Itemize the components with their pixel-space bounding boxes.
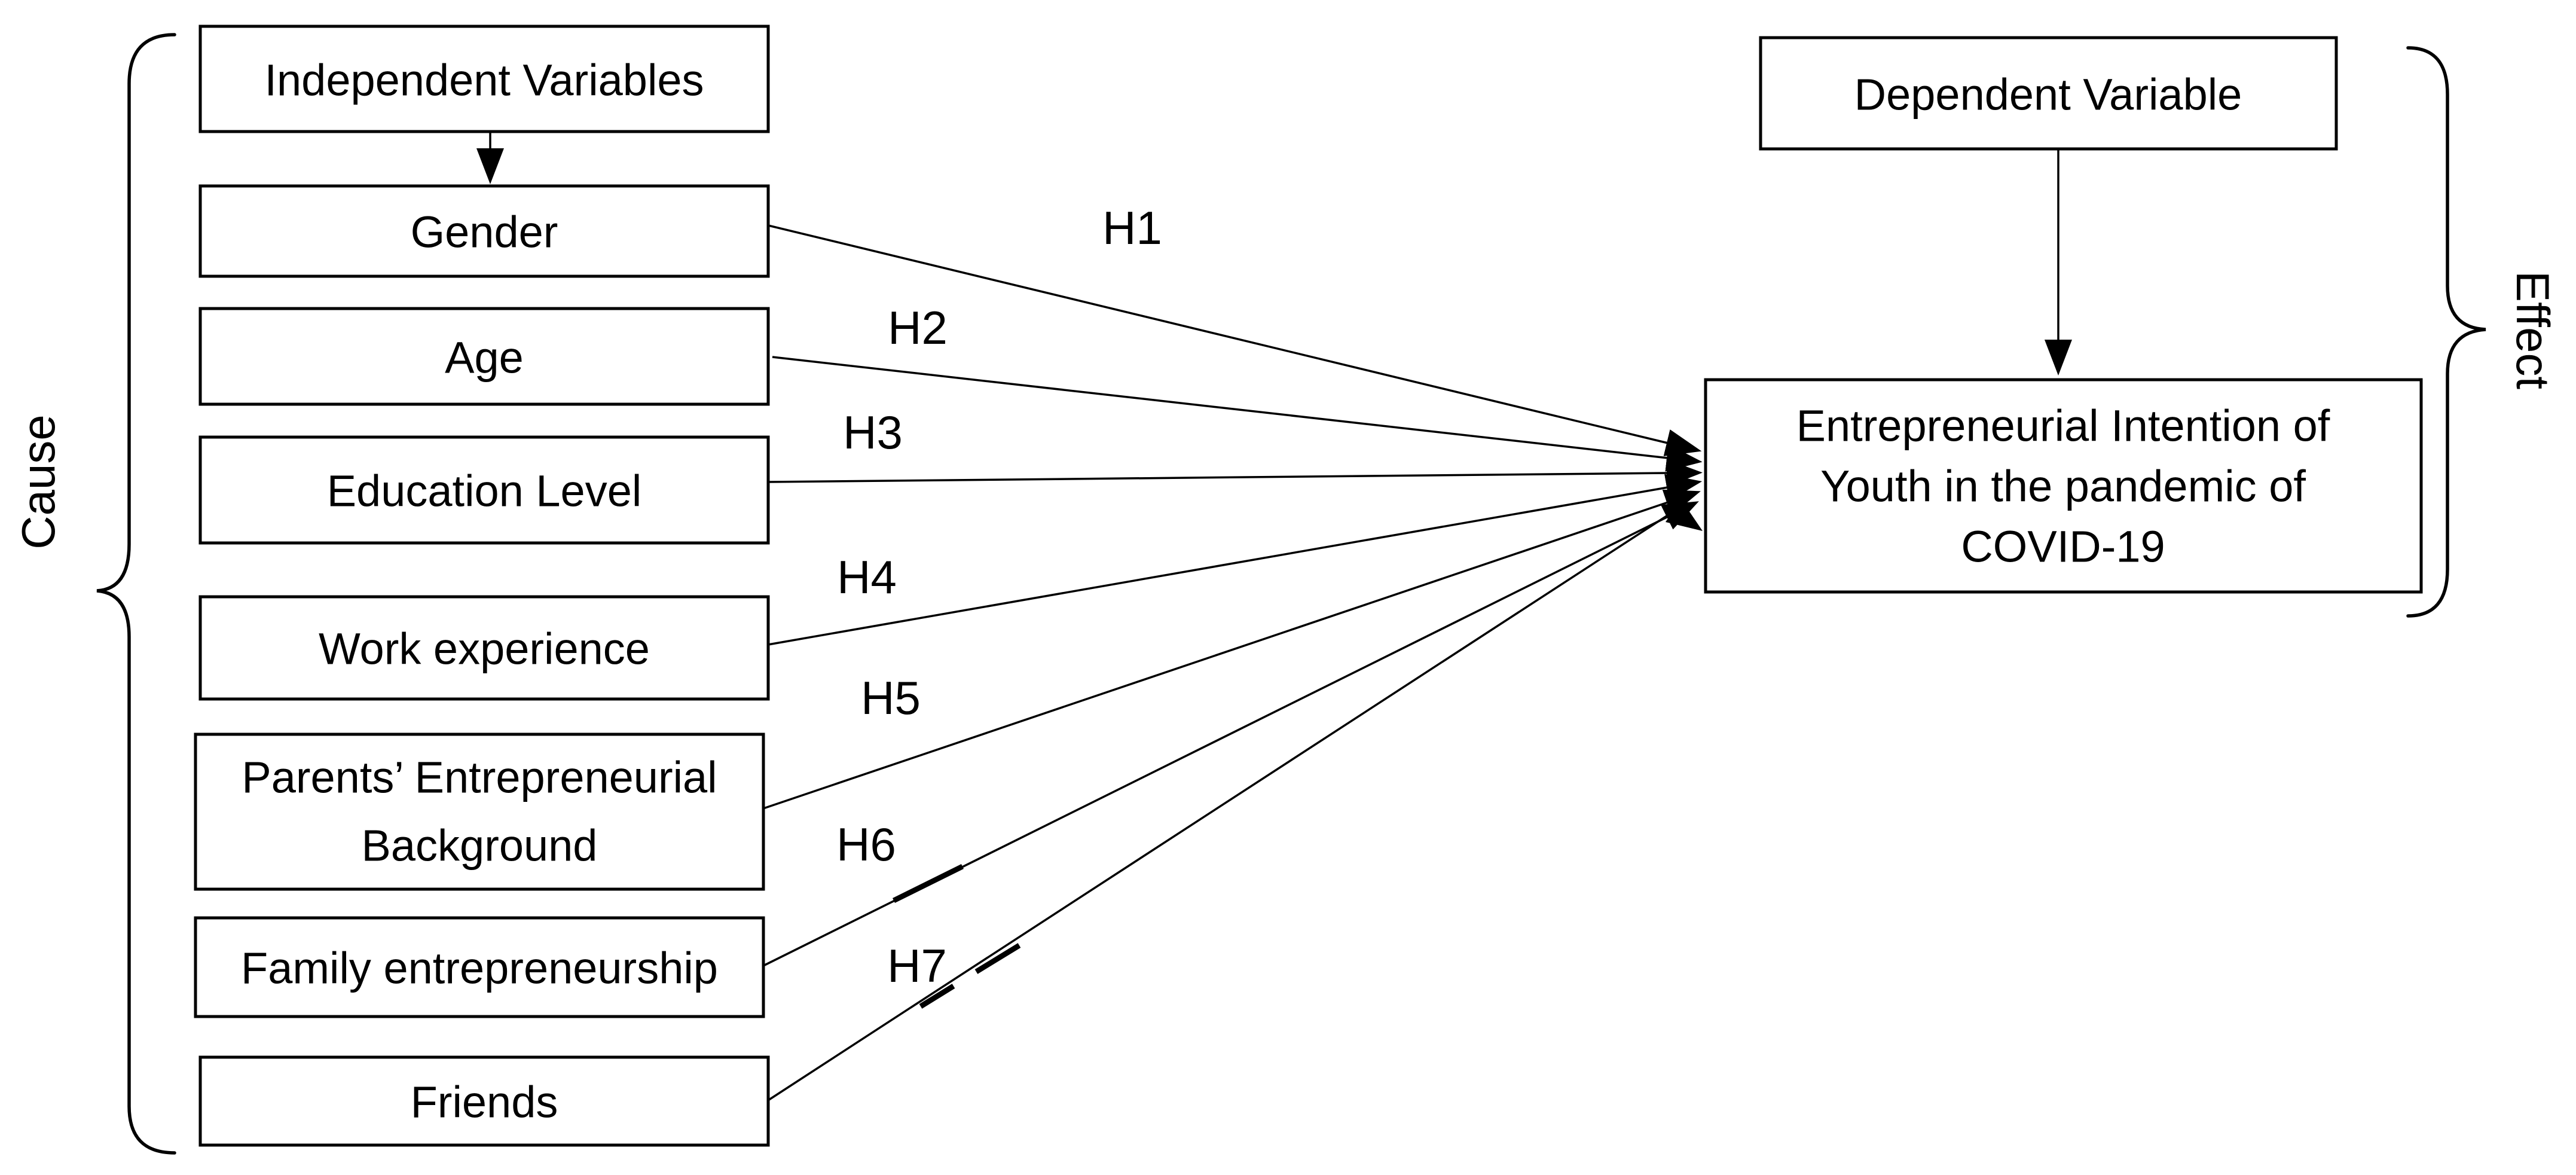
arrow-h3 (768, 459, 1703, 487)
box-friends: Friends (198, 1055, 770, 1147)
box-outcome-label-line1: Entrepreneurial Intention of (1796, 401, 2330, 451)
box-parents-label-line1: Parents’ Entrepreneurial (242, 753, 717, 802)
line-retrace-mark (974, 943, 1021, 974)
arrow-h5 (763, 489, 1701, 810)
arrow-h7 (768, 510, 1674, 1101)
box-education-level: Education Level (198, 435, 770, 545)
hypothesis-label-h6: H6 (836, 818, 896, 871)
box-gender-label: Gender (411, 207, 558, 257)
box-age-frame (198, 307, 770, 406)
box-friends-frame (198, 1055, 770, 1147)
box-friends-label: Friends (411, 1078, 558, 1127)
hypothesis-label-h2: H2 (888, 301, 948, 354)
box-dependent-header-frame (1759, 36, 2338, 151)
box-family-frame (194, 916, 765, 1018)
box-entrepreneurial-intention: Entrepreneurial Intention of Youth in th… (1704, 378, 2423, 594)
box-education-level-frame (198, 435, 770, 545)
arrow-h4 (768, 474, 1703, 646)
hypothesis-label-h5: H5 (861, 672, 921, 724)
box-outcome-frame (1704, 378, 2423, 594)
arrow-h1 (768, 224, 1702, 456)
box-family-label: Family entrepreneurship (241, 944, 718, 993)
box-dependent-header: Dependent Variable (1759, 36, 2338, 151)
box-work-experience-frame (198, 595, 770, 701)
box-education-level-label: Education Level (327, 466, 642, 516)
box-outcome-label-line3: COVID-19 (1961, 522, 2165, 572)
line-retrace-mark (919, 984, 955, 1009)
line-retrace-mark (893, 863, 964, 904)
box-work-experience: Work experience (198, 595, 770, 701)
cause-label: Cause (12, 414, 65, 549)
hypothesis-label-h1: H1 (1102, 202, 1162, 254)
box-parents-label-line2: Background (362, 821, 598, 871)
box-gender: Gender (198, 184, 770, 278)
hypothesis-label-h4: H4 (837, 551, 897, 603)
effect-brace (2406, 46, 2486, 618)
box-age: Age (198, 307, 770, 406)
hypothesis-label-h3: H3 (843, 406, 903, 459)
box-independent-header-frame (198, 25, 770, 133)
arrow-h7-head (1666, 499, 1703, 531)
box-outcome-label-line2: Youth in the pandemic of (1820, 462, 2306, 511)
effect-label: Effect (2507, 271, 2559, 389)
box-independent-header: Independent Variables (198, 25, 770, 133)
box-parents-frame (194, 733, 765, 891)
arrow-h2 (772, 356, 1703, 472)
hypothesis-label-h7: H7 (887, 939, 947, 992)
box-work-experience-label: Work experience (319, 624, 650, 674)
box-family-entrepreneurship: Family entrepreneurship (194, 916, 765, 1018)
box-dependent-header-label: Dependent Variable (1854, 70, 2242, 120)
box-independent-header-label: Independent Variables (264, 56, 704, 105)
hypothesis-labels: H1 H2 H3 H4 H5 H6 H7 (836, 202, 1162, 992)
connectors (476, 133, 2072, 1101)
cause-brace (96, 33, 176, 1155)
box-age-label: Age (445, 333, 524, 383)
box-gender-frame (198, 184, 770, 278)
box-parents-entrepreneurial-background: Parents’ Entrepreneurial Background (194, 733, 765, 891)
